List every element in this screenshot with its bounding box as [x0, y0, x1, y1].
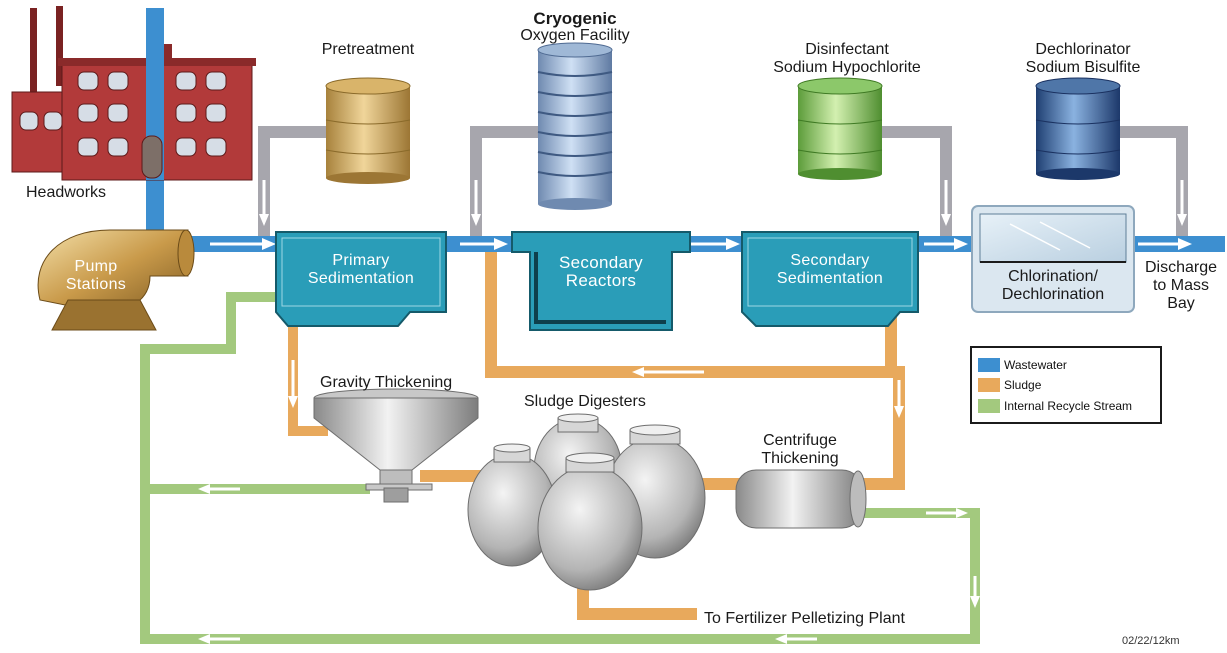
chlorination-basin	[971, 205, 1135, 313]
oxygen-facility-tank	[537, 42, 613, 210]
discharge-label: Discharge to Mass Bay	[1136, 259, 1226, 313]
primary-sedimentation-label: Primary Sedimentation	[282, 252, 440, 288]
legend-item-sludge: Sludge	[978, 377, 1041, 393]
legend-item-wastewater: Wastewater	[978, 357, 1067, 373]
sludge-digesters	[467, 413, 706, 591]
secondary-sedimentation-basin	[741, 231, 919, 327]
headworks-label: Headworks	[26, 184, 107, 201]
discharge-line3: Bay	[1167, 295, 1195, 312]
legend-label-sludge: Sludge	[1004, 378, 1042, 392]
discharge-line2: to Mass	[1152, 277, 1209, 294]
chlor-line1: Chlorination/	[1008, 268, 1098, 285]
secondary-reactors-basin	[511, 231, 691, 331]
legend-label-wastewater: Wastewater	[1004, 358, 1067, 372]
reactors-line2: Reactors	[565, 271, 637, 290]
legend-label-recycle: Internal Recycle Stream	[1004, 399, 1133, 413]
legend-swatch-sludge	[978, 378, 1000, 392]
cryogenic-label: Cryogenic	[533, 9, 617, 28]
centrifuge	[735, 469, 867, 529]
wastewater-arrows	[210, 238, 1192, 250]
gravity-thickening-label: Gravity Thickening	[320, 374, 453, 391]
legend-swatch-recycle	[978, 399, 1000, 413]
chlor-line2: Dechlorination	[1001, 286, 1105, 303]
sludge-digesters-label: Sludge Digesters	[524, 393, 646, 410]
dechlorinator-tank	[1035, 77, 1121, 180]
disinfectant-line1: Disinfectant	[805, 41, 889, 58]
dechlorinator-label: Dechlorinator Sodium Bisulfite	[1000, 41, 1166, 77]
secsed-line2: Sedimentation	[776, 270, 884, 287]
secondary-sedimentation-label: Secondary Sedimentation	[748, 252, 912, 288]
legend-item-recycle: Internal Recycle Stream	[978, 398, 1132, 414]
pump-label-line1: Pump	[74, 258, 118, 275]
chlorination-label: Chlorination/ Dechlorination	[976, 268, 1130, 304]
centrifuge-line1: Centrifuge	[763, 432, 837, 449]
reactors-line1: Secondary	[559, 253, 643, 272]
oxygen-facility-label: Oxygen Facility	[520, 27, 630, 44]
disinfectant-line2: Sodium Hypochlorite	[773, 59, 921, 76]
chemical-arrows	[259, 180, 1187, 226]
pretreatment-tank	[325, 77, 411, 184]
legend-swatch-wastewater	[978, 358, 1000, 372]
primary-sedimentation-basin	[275, 231, 447, 327]
headworks-building	[11, 6, 256, 181]
dechlorinator-line1: Dechlorinator	[1035, 41, 1131, 58]
pretreatment-label: Pretreatment	[321, 41, 415, 58]
sludge-arrows	[288, 360, 904, 418]
pump-station	[37, 229, 195, 331]
centrifuge-line2: Thickening	[761, 450, 839, 467]
secsed-line1: Secondary	[790, 252, 870, 269]
gravity-thickener	[313, 388, 479, 503]
fertilizer-label: To Fertilizer Pelletizing Plant	[704, 610, 905, 627]
primary-line2: Sedimentation	[307, 270, 415, 287]
disinfectant-label: Disinfectant Sodium Hypochlorite	[752, 41, 942, 77]
recycle-arrows	[150, 420, 980, 644]
centrifuge-label: Centrifuge Thickening	[740, 432, 860, 468]
dechlorinator-line2: Sodium Bisulfite	[1025, 59, 1141, 76]
date-stamp: 02/22/12km	[1122, 635, 1180, 647]
disinfectant-tank	[797, 77, 883, 180]
chemical-pipes	[258, 126, 1188, 238]
legend: Wastewater Sludge Internal Recycle Strea…	[970, 346, 1162, 424]
pump-label-line2: Stations	[65, 276, 127, 293]
pump-stations-label: Pump Stations	[54, 258, 138, 294]
secondary-reactors-label: Secondary Reactors	[530, 254, 672, 290]
discharge-line1: Discharge	[1144, 259, 1218, 276]
primary-line1: Primary	[332, 252, 390, 269]
